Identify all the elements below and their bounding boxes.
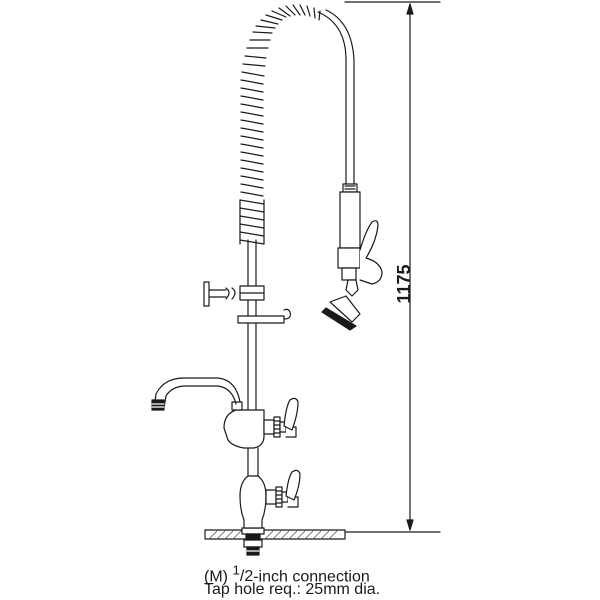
connection-prefix: (M) <box>204 568 233 586</box>
flexible-hose <box>317 9 355 187</box>
spray-hook <box>237 308 291 324</box>
upper-valve-lever <box>283 397 299 431</box>
swing-spout <box>151 377 241 411</box>
spring-coil <box>239 4 321 245</box>
riser-pipe-lower <box>247 447 259 477</box>
spray-head <box>321 295 361 331</box>
connection-suffix: -inch connection <box>253 568 370 586</box>
tap-hole-caption: Tap hole req.: 25mm dia. <box>204 581 381 598</box>
wall-bracket <box>203 281 265 307</box>
fraction-numerator: 1 <box>232 563 240 578</box>
height-dimension-line <box>344 1 441 533</box>
lower-valve-lever <box>285 469 301 501</box>
fraction-separator: / <box>239 568 245 586</box>
height-dimension-label: 1175 <box>393 264 414 304</box>
spray-trigger <box>359 220 383 285</box>
spray-gun <box>337 183 361 297</box>
fraction-denominator: 2 <box>244 568 254 586</box>
countertop-section <box>204 529 346 540</box>
connection-shank <box>241 527 265 556</box>
main-riser-pipe <box>247 239 257 411</box>
upper-valve-body <box>223 401 297 449</box>
connection-caption: (M) 1/2-inch connection <box>204 562 370 586</box>
connection-fraction: 1/2 <box>232 563 254 586</box>
